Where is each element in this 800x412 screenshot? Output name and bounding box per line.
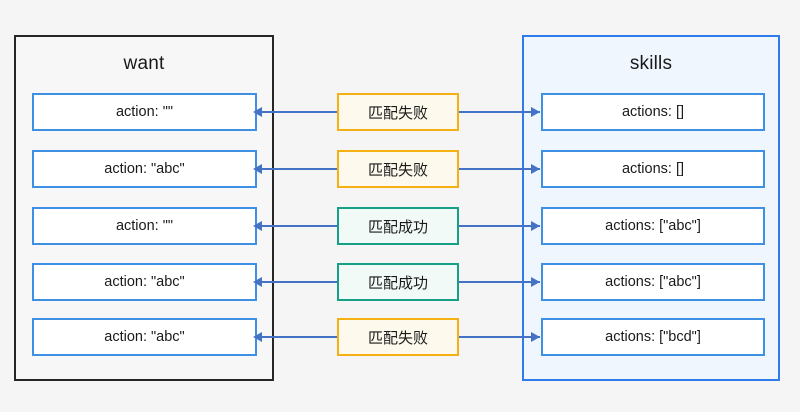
skills-item-5: actions: ["bcd"] [541, 318, 765, 356]
connector-left-5 [261, 336, 337, 338]
connector-right-4 [459, 281, 540, 283]
arrow-right-icon-4 [531, 277, 540, 287]
arrow-left-icon-2 [253, 164, 262, 174]
connector-left-3 [261, 225, 337, 227]
connector-right-3 [459, 225, 540, 227]
want-item-1: action: "" [32, 93, 257, 131]
connector-left-1 [261, 111, 337, 113]
arrow-left-icon-5 [253, 332, 262, 342]
connector-right-5 [459, 336, 540, 338]
want-item-4: action: "abc" [32, 263, 257, 301]
match-status-4: 匹配成功 [337, 263, 459, 301]
connector-left-4 [261, 281, 337, 283]
skills-item-4: actions: ["abc"] [541, 263, 765, 301]
arrow-left-icon-1 [253, 107, 262, 117]
connector-left-2 [261, 168, 337, 170]
match-status-5: 匹配失败 [337, 318, 459, 356]
match-status-2: 匹配失败 [337, 150, 459, 188]
skills-item-2: actions: [] [541, 150, 765, 188]
want-panel-title: want [123, 53, 165, 74]
want-item-2: action: "abc" [32, 150, 257, 188]
arrow-right-icon-3 [531, 221, 540, 231]
want-item-3: action: "" [32, 207, 257, 245]
connector-right-2 [459, 168, 540, 170]
arrow-right-icon-2 [531, 164, 540, 174]
want-panel: want action: "" action: "abc" action: ""… [14, 35, 274, 381]
connector-right-1 [459, 111, 540, 113]
arrow-left-icon-3 [253, 221, 262, 231]
skills-item-1: actions: [] [541, 93, 765, 131]
want-item-5: action: "abc" [32, 318, 257, 356]
skills-panel-title: skills [629, 53, 673, 74]
match-status-1: 匹配失败 [337, 93, 459, 131]
match-status-3: 匹配成功 [337, 207, 459, 245]
arrow-right-icon-5 [531, 332, 540, 342]
arrow-left-icon-4 [253, 277, 262, 287]
arrow-right-icon-1 [531, 107, 540, 117]
skills-panel: skills actions: [] actions: [] actions: … [522, 35, 780, 381]
skills-item-3: actions: ["abc"] [541, 207, 765, 245]
